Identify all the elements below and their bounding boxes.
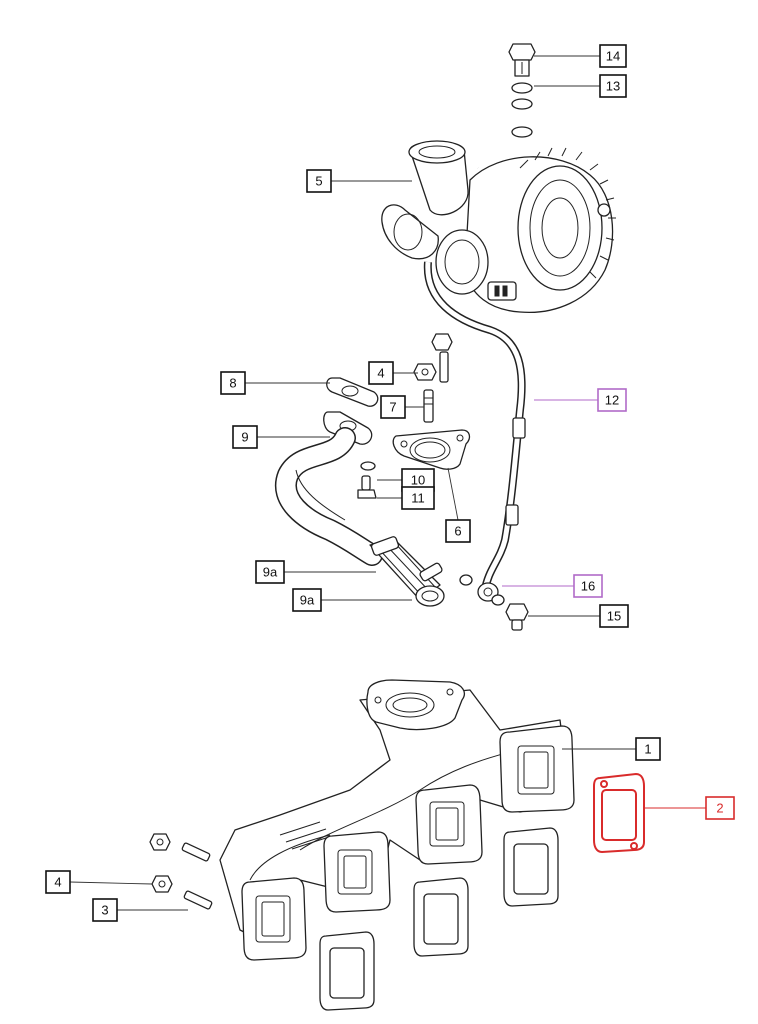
callout-3-text: 3	[101, 903, 108, 918]
stud-7	[423, 389, 434, 423]
callout-3: 3	[92, 898, 118, 922]
exhaust-gasket-2-highlighted[interactable]	[593, 772, 645, 854]
banjo-bolt-15	[505, 603, 529, 631]
callout-11-text: 11	[411, 491, 425, 506]
exhaust-port-gaskets	[319, 827, 559, 1011]
exhaust-manifold-1	[219, 679, 575, 961]
sealing-washers-13	[511, 82, 533, 138]
egr-pipe-9	[275, 411, 383, 566]
callout-2-text: 2	[716, 801, 723, 816]
egr-flex-section-9a	[369, 536, 445, 607]
studs-3	[181, 842, 213, 910]
callout-5-text: 5	[315, 174, 322, 189]
callout-4-upper: 4	[368, 361, 394, 385]
turbocharger	[381, 140, 616, 314]
callout-1: 1	[635, 737, 661, 761]
callout-9a-lower: 9a	[292, 588, 322, 612]
callout-4-lower-text: 4	[54, 875, 61, 890]
callout-8-text: 8	[229, 376, 236, 391]
nut-and-stud-4-upper	[413, 333, 453, 383]
washers-16	[459, 574, 505, 606]
callout-6: 6	[445, 519, 471, 543]
callout-12: 12	[597, 388, 627, 412]
callout-7: 7	[380, 395, 406, 419]
callout-15-text: 15	[607, 609, 621, 624]
callout-16: 16	[573, 574, 603, 598]
callout-4-upper-text: 4	[377, 366, 384, 381]
callout-5: 5	[306, 169, 332, 193]
callout-15: 15	[599, 604, 629, 628]
callout-10-text: 10	[411, 473, 425, 488]
gasket-8	[326, 377, 379, 407]
oil-return-line-12	[423, 261, 526, 602]
bolt-11	[357, 475, 377, 499]
callout-13: 13	[599, 74, 627, 98]
oil-feed-line	[468, 94, 517, 169]
callout-4-lower: 4	[45, 870, 71, 894]
callout-2[interactable]: 2	[705, 796, 735, 820]
callout-14-text: 14	[606, 49, 620, 64]
callout-9: 9	[232, 425, 258, 449]
callout-7-text: 7	[389, 400, 396, 415]
callout-1-text: 1	[644, 742, 651, 757]
callout-6-text: 6	[454, 524, 461, 539]
gasket-6	[392, 429, 471, 470]
callout-8: 8	[220, 371, 246, 395]
callout-9a-upper: 9a	[255, 560, 285, 584]
banjo-bolt-14	[508, 43, 536, 77]
callout-13-text: 13	[606, 79, 620, 94]
o-ring-10	[360, 461, 376, 471]
callout-12-text: 12	[605, 393, 619, 408]
callout-9a-lower-text: 9a	[300, 593, 315, 608]
callout-9-text: 9	[241, 430, 248, 445]
callout-16-text: 16	[581, 579, 595, 594]
callout-9a-upper-text: 9a	[263, 565, 278, 580]
leader-lines	[69, 55, 706, 911]
callout-14: 14	[599, 44, 627, 68]
nuts-4-lower	[149, 833, 173, 893]
callout-11: 11	[401, 486, 435, 510]
